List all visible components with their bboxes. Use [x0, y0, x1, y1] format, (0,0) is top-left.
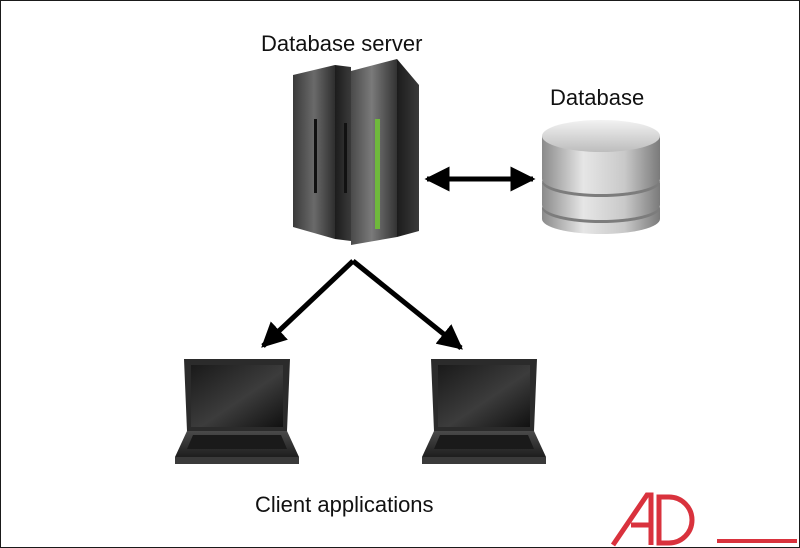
server-client2-arrow: [351, 259, 463, 350]
database-cylinder-icon: [542, 120, 660, 234]
server-client1-arrow: [261, 259, 355, 348]
server-status-stripe: [375, 119, 380, 229]
server-tower-icon: [293, 59, 419, 245]
laptop-icon: [422, 359, 546, 464]
connection-arrows: [261, 166, 536, 350]
laptop-icon: [175, 359, 299, 464]
clients-label: Client applications: [255, 492, 434, 517]
database-label: Database: [550, 85, 645, 110]
server-label: Database server: [261, 31, 423, 56]
ad-logo: [610, 492, 797, 547]
